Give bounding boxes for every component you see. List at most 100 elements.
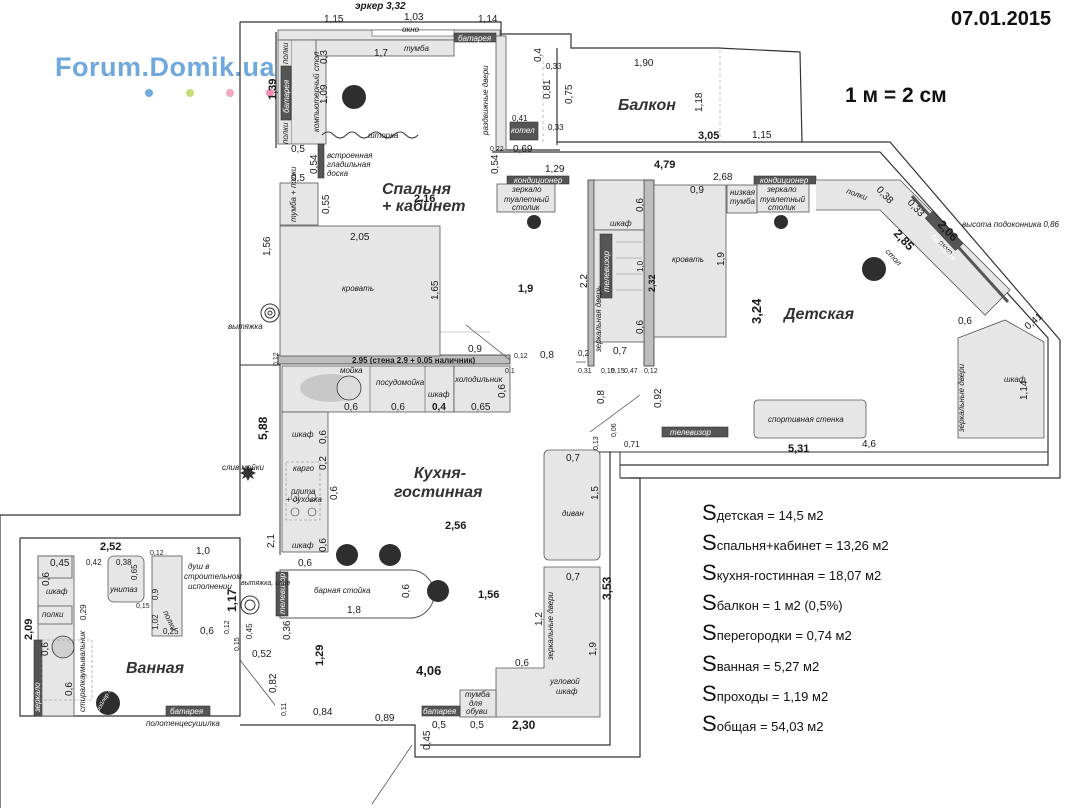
dim: 0,54 [490, 154, 501, 174]
dim: 2,05 [350, 232, 370, 243]
dim: 0,45 [50, 558, 70, 569]
dim: 0,38 [116, 558, 132, 567]
label-tumba-polki: тумба + полки [289, 166, 298, 222]
shkaf-kids-right [957, 319, 1045, 439]
dim: 1,0 [636, 260, 645, 272]
dim: 4,06 [416, 663, 441, 678]
dim: 1,2 [534, 612, 545, 626]
dim: 4,79 [654, 159, 675, 171]
bed-kids [653, 184, 727, 338]
dim: 0,9 [151, 588, 160, 600]
dim: 0,7 [566, 453, 580, 464]
dim: 5,88 [256, 416, 270, 440]
label-fridge: холодильник [454, 375, 504, 384]
label-toilet-table-2b: столик [768, 203, 797, 212]
dim: 0,2 [578, 349, 590, 358]
label-towel-dryer: полотенцесушилка [146, 719, 220, 728]
living-inner-wall [420, 452, 611, 746]
logo-dot-magenta [266, 89, 274, 97]
area-sub: перегородки [717, 628, 792, 643]
dim: 1,9 [716, 252, 727, 266]
dim: 3,53 [600, 576, 614, 600]
dim: 0,12 [273, 352, 280, 366]
label-bed-bedroom: кровать [342, 284, 374, 293]
label-bed-kids: кровать [672, 255, 704, 264]
label-sink: мойка [340, 366, 363, 375]
tumba-polki [279, 182, 319, 226]
dim: 0,6 [298, 558, 312, 569]
dim: 3,05 [698, 130, 719, 142]
dim: 1,14 [478, 14, 498, 25]
label-washbasin: умывальник [78, 630, 87, 677]
dim: 1,02 [151, 614, 160, 630]
dim: 0,12 [514, 353, 528, 360]
label-sofa: диван [562, 509, 584, 518]
dim: 1,18 [694, 92, 705, 112]
dim: 1,5 [590, 486, 601, 500]
dim: 4,6 [862, 439, 876, 450]
area-value: = 18,07 м2 [814, 568, 881, 583]
dim: 0,6 [200, 626, 214, 637]
sink-bowl [336, 375, 362, 401]
dim: 3,24 [749, 298, 764, 324]
lamp-kitchen-2 [379, 544, 401, 566]
dim: 0,75 [564, 84, 575, 104]
logo-dots [145, 89, 274, 97]
area-row-total: Sобщая = 54,03 м2 [702, 711, 823, 736]
kitchen-wall [240, 364, 281, 555]
dim: 2,32 [647, 274, 657, 292]
batareya-bath [165, 705, 211, 717]
label-batareya-bath: батарея [170, 707, 204, 716]
label-wall-note: 2.95 (стена 2.9 + 0.05 наличник) [352, 356, 475, 365]
dim: 2,68 [713, 172, 733, 183]
bed-bedroom [279, 225, 441, 357]
vytyazhka-icon [260, 303, 280, 323]
dim: 0,15 [611, 368, 625, 375]
dim: 0,71 [624, 440, 640, 449]
label-mirror-door: зеркальная дверь [594, 286, 603, 353]
area-value: = 1,19 м2 [768, 689, 828, 704]
area-sub: общая [717, 719, 757, 734]
bath-polki [37, 605, 73, 625]
dim: 0,13 [593, 436, 600, 450]
dim: 2,16 [414, 193, 435, 205]
label-cargo: карго [293, 464, 315, 473]
dim: 0,81 [542, 79, 553, 99]
batareya-left [280, 65, 292, 121]
area-sub: детская [717, 508, 764, 523]
area-sub: кухня-гостинная [717, 568, 814, 583]
label-mirror-bath: зеркало [33, 682, 42, 713]
area-value: = 0,74 м2 [792, 628, 852, 643]
dim: 0,69 [513, 144, 533, 155]
label-okno-top: окно [402, 25, 420, 34]
label-shower-3: исполнении [188, 582, 232, 591]
label-shtorka: шторка [368, 131, 399, 140]
area-sub: ванная [717, 659, 760, 674]
dim: 2,56 [445, 520, 466, 532]
dim: 2,30 [512, 718, 536, 732]
dim: 1,17 [225, 588, 239, 612]
label-shkaf-k2: шкаф [292, 430, 314, 439]
dim: 0,47 [624, 368, 638, 375]
living-bottom-wall [240, 477, 641, 758]
label-shoe-tumba-2: для [469, 699, 483, 708]
dim: 2,1 [266, 534, 277, 548]
label-conditioner-1: кондиционер [514, 176, 563, 185]
lamp-toilet-1 [527, 215, 541, 229]
area-row-kids: Sдетская = 14,5 м2 [702, 500, 824, 525]
dim: 0,15 [234, 637, 241, 651]
dim: 0,12 [224, 620, 231, 634]
sport-wall [753, 399, 867, 439]
label-washer: стиралка [78, 675, 87, 712]
room-kitchen-2: гостинная [394, 484, 483, 501]
toilet-table-2 [756, 183, 810, 213]
toilet-table-1 [496, 183, 556, 213]
dimensions: 1,15 1,03 1,14 1,7 1,39 0,3 1,09 0,4 0,3… [23, 12, 1045, 750]
dim: 0,7 [566, 572, 580, 583]
room-kids: Детская [782, 306, 855, 323]
label-corner-wardrobe-2: шкаф [556, 687, 578, 696]
room-kitchen-1: Кухня- [414, 465, 466, 482]
ceiling-lamp-bedroom [342, 85, 366, 109]
room-bathroom: Ванная [126, 660, 185, 677]
dim: 0,12 [150, 550, 164, 557]
